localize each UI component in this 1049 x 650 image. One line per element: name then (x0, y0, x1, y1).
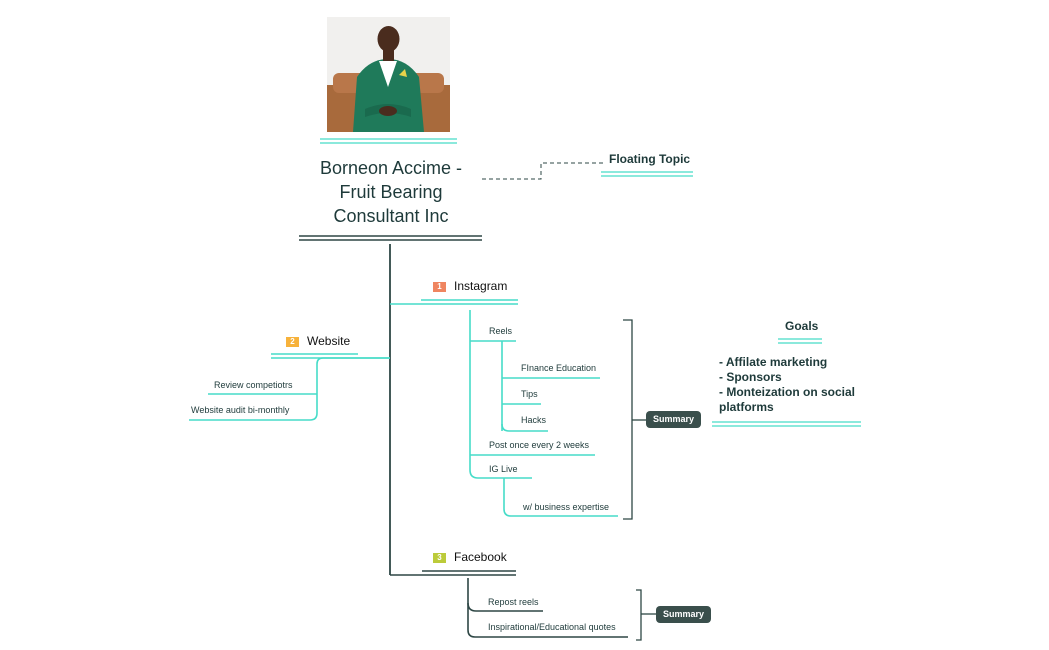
goal-item: platforms (719, 400, 774, 414)
topic-website[interactable]: 2 Website (286, 334, 350, 348)
subtopic-business-expertise-label: w/ business expertise (523, 502, 610, 512)
subtopic-tips[interactable]: Tips (521, 389, 538, 399)
subtopic-business-expertise[interactable]: w/ business expertise (523, 502, 609, 512)
central-topic-label: Borneon Accime - Fruit Bearing Consultan… (319, 158, 463, 226)
topic-instagram[interactable]: 1 Instagram (433, 279, 507, 293)
topic-instagram-label: Instagram (454, 279, 508, 293)
priority-1-icon: 1 (433, 282, 446, 292)
subtopic-reels[interactable]: Reels (489, 326, 512, 336)
central-topic[interactable]: Borneon Accime - Fruit Bearing Consultan… (300, 156, 482, 228)
topic-facebook[interactable]: 3 Facebook (433, 550, 507, 564)
subtopic-finance-education[interactable]: FInance Education (521, 363, 596, 373)
goals-title-label: Goals (785, 319, 819, 333)
goal-item: - Sponsors (719, 370, 782, 384)
subtopic-review-competitors-label: Review competiotrs (214, 380, 293, 390)
topic-facebook-label: Facebook (454, 550, 507, 564)
goals-title[interactable]: Goals (785, 319, 818, 333)
subtopic-quotes-label: Inspirational/Educational quotes (488, 622, 616, 632)
subtopic-repost-reels[interactable]: Repost reels (488, 597, 539, 607)
subtopic-ig-live[interactable]: IG Live (489, 464, 518, 474)
profile-photo (327, 17, 450, 132)
subtopic-ig-live-label: IG Live (489, 464, 518, 474)
subtopic-hacks-label: Hacks (521, 415, 547, 425)
subtopic-finance-education-label: FInance Education (521, 363, 597, 373)
floating-topic[interactable]: Floating Topic (609, 152, 690, 166)
topic-website-label: Website (307, 334, 351, 348)
subtopic-website-audit-label: Website audit bi-monthly (191, 405, 290, 415)
subtopic-quotes[interactable]: Inspirational/Educational quotes (488, 622, 616, 632)
priority-2-icon: 2 (286, 337, 299, 347)
goals-body[interactable]: - Affilate marketing - Sponsors - Montei… (719, 355, 855, 415)
subtopic-reels-label: Reels (489, 326, 513, 336)
goal-item: - Monteization on social (719, 385, 856, 399)
subtopic-tips-label: Tips (521, 389, 538, 399)
goal-item: - Affilate marketing (719, 355, 828, 369)
floating-topic-label: Floating Topic (609, 152, 691, 166)
subtopic-post-frequency[interactable]: Post once every 2 weeks (489, 440, 589, 450)
subtopic-hacks[interactable]: Hacks (521, 415, 546, 425)
subtopic-post-frequency-label: Post once every 2 weeks (489, 440, 590, 450)
subtopic-website-audit[interactable]: Website audit bi-monthly (191, 405, 289, 415)
priority-3-icon: 3 (433, 553, 446, 563)
summary-facebook[interactable]: Summary (656, 606, 712, 623)
subtopic-repost-reels-label: Repost reels (488, 597, 539, 607)
subtopic-review-competitors[interactable]: Review competiotrs (214, 380, 293, 390)
summary-instagram[interactable]: Summary (646, 411, 702, 428)
